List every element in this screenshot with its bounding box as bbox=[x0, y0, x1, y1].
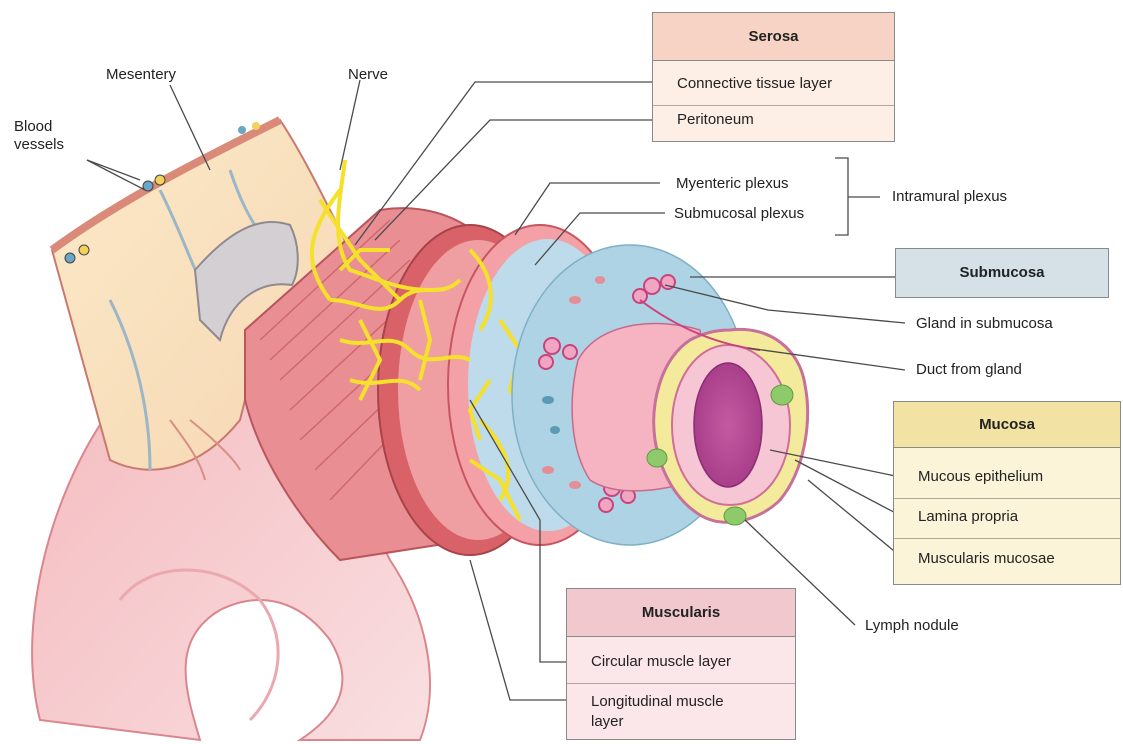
label-mesentery: Mesentery bbox=[106, 66, 176, 84]
label-nerve: Nerve bbox=[348, 66, 388, 84]
muscularis-item-circular-muscle: Circular muscle layer bbox=[591, 653, 731, 670]
muscularis-box: Muscularis Circular muscle layer Longitu… bbox=[566, 588, 796, 740]
serosa-title: Serosa bbox=[653, 13, 894, 61]
divider bbox=[653, 105, 894, 106]
label-blood-vessels-line1: Blood bbox=[14, 118, 52, 136]
serosa-box: Serosa Connective tissue layer Peritoneu… bbox=[652, 12, 895, 142]
label-lymph-nodule: Lymph nodule bbox=[865, 617, 959, 635]
label-duct-from-gland: Duct from gland bbox=[916, 361, 1022, 379]
divider bbox=[567, 683, 795, 684]
mucosa-item-mucous-epithelium: Mucous epithelium bbox=[918, 468, 1043, 485]
blood-vessel-dot bbox=[238, 126, 246, 134]
divider bbox=[894, 538, 1120, 539]
blood-vessel-dot bbox=[65, 253, 75, 263]
lumen bbox=[694, 363, 762, 487]
label-blood-vessels-line2: vessels bbox=[14, 136, 64, 154]
mucosa-item-muscularis-mucosae: Muscularis mucosae bbox=[918, 550, 1055, 567]
label-intramural-plexus: Intramural plexus bbox=[892, 188, 1007, 206]
submucosa-title: Submucosa bbox=[896, 249, 1108, 297]
mucosa-item-lamina-propria: Lamina propria bbox=[918, 508, 1018, 525]
muscularis-title: Muscularis bbox=[567, 589, 795, 637]
muscularis-item-longitudinal-muscle-cont: layer bbox=[591, 713, 624, 730]
muscularis-item-longitudinal-muscle: Longitudinal muscle bbox=[591, 693, 724, 710]
blood-vessel-dot bbox=[252, 122, 260, 130]
label-submucosal-plexus: Submucosal plexus bbox=[674, 205, 804, 223]
mucosa-box: Mucosa Mucous epithelium Lamina propria … bbox=[893, 401, 1121, 585]
blood-vessel-dot bbox=[79, 245, 89, 255]
label-myenteric-plexus: Myenteric plexus bbox=[676, 175, 789, 193]
serosa-item-connective-tissue: Connective tissue layer bbox=[677, 75, 832, 92]
label-gland-in-submucosa: Gland in submucosa bbox=[916, 315, 1053, 333]
mucosa-title: Mucosa bbox=[894, 402, 1120, 448]
divider bbox=[894, 498, 1120, 499]
submucosa-box: Submucosa bbox=[895, 248, 1109, 298]
blood-vessel-dot bbox=[155, 175, 165, 185]
serosa-item-peritoneum: Peritoneum bbox=[677, 111, 754, 128]
